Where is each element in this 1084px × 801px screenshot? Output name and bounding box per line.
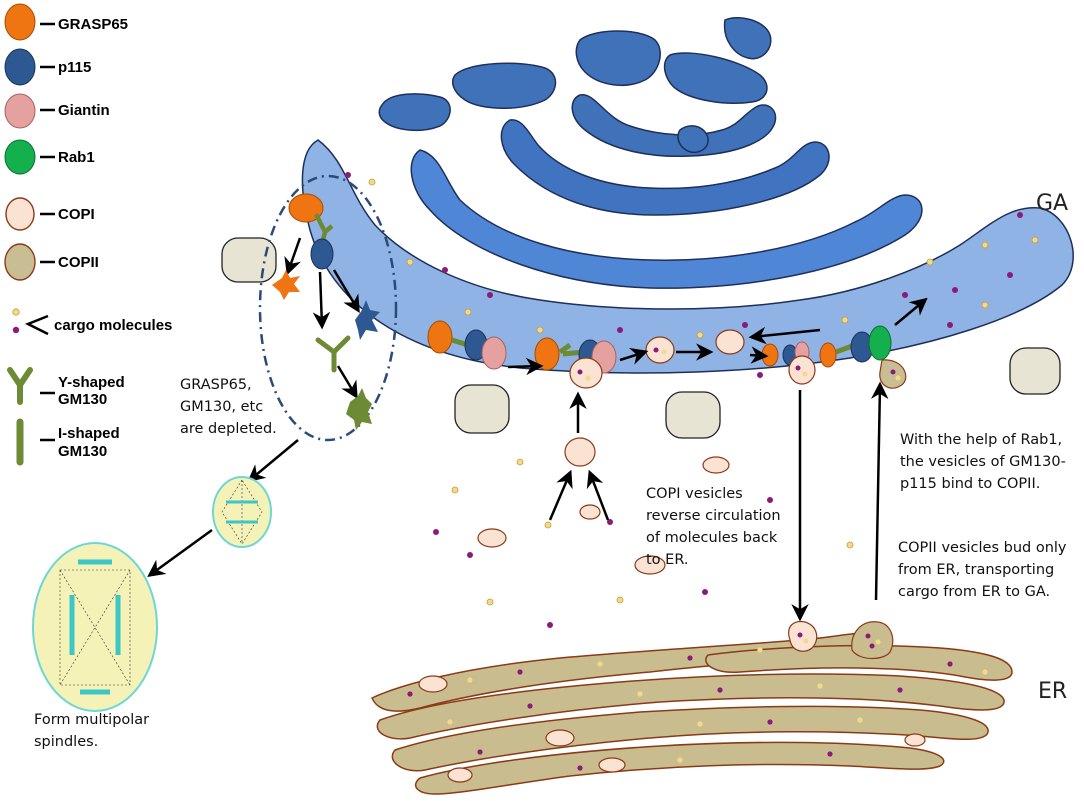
svg-text:from ER, transporting: from ER, transporting: [898, 562, 1054, 578]
svg-text:GM130, etc: GM130, etc: [180, 399, 263, 415]
svg-text:COPII vesicles bud only: COPII vesicles bud only: [898, 540, 1067, 556]
note-depleted: GRASP65, GM130, etc are depleted.: [180, 377, 277, 437]
svg-text:p115 bind to COPII.: p115 bind to COPII.: [900, 476, 1040, 492]
free-vesicles: [221, 237, 1061, 439]
depletion-region: [258, 174, 398, 442]
golgi-cisterna-3: [500, 119, 830, 216]
svg-text:reverse circulation: reverse circulation: [646, 508, 781, 524]
golgi-apparatus: [301, 16, 1074, 374]
note-copii: COPII vesicles bud only from ER, transpo…: [898, 540, 1067, 600]
spindle-cell-small: [212, 476, 272, 548]
svg-text:spindles.: spindles.: [34, 734, 98, 750]
legend-label-cargo: cargo molecules: [54, 317, 172, 334]
legend-label-grasp65: GRASP65: [58, 16, 128, 33]
svg-text:the vesicles of GM130-: the vesicles of GM130-: [900, 454, 1066, 470]
svg-text:of molecules back: of molecules back: [646, 530, 778, 546]
note-copi: COPI vesicles reverse circulation of mol…: [646, 486, 781, 568]
legend-label-copi: COPI: [58, 206, 95, 223]
legend-label-rab1: Rab1: [58, 149, 95, 166]
legend-label-i-shaped: I-shaped: [58, 425, 120, 442]
golgi-fragment: [378, 93, 451, 132]
svg-text:cargo from ER to GA.: cargo from ER to GA.: [898, 584, 1050, 600]
legend-swatch-grasp65: [4, 3, 36, 41]
legend-swatch-copi: [5, 197, 35, 231]
er-label: ER: [1038, 679, 1067, 704]
svg-text:GRASP65,: GRASP65,: [180, 377, 252, 393]
svg-text:Form multipolar: Form multipolar: [34, 712, 149, 728]
golgi-cisterna-2: [410, 149, 923, 289]
legend-label-copii: COPII: [58, 254, 99, 271]
golgi-fragment: [677, 125, 709, 154]
legend-label-i-gm130: GM130: [58, 443, 107, 460]
legend-label-p115: p115: [58, 59, 91, 76]
svg-text:are depleted.: are depleted.: [180, 421, 277, 437]
golgi-fragment: [663, 52, 768, 104]
note-multipolar: Form multipolar spindles.: [34, 712, 149, 750]
legend-label-y-shaped: Y-shaped: [58, 374, 125, 391]
cytoplasm-cargo: [433, 372, 854, 628]
golgi-cisterna-4: [571, 94, 777, 158]
arrows: [147, 237, 928, 622]
endoplasmic-reticulum: [371, 620, 1013, 795]
spindle-cell-large: [32, 542, 158, 712]
tethers: [427, 320, 907, 389]
legend-label-giantin: Giantin: [58, 102, 110, 119]
legend-swatch-y-gm130: [7, 367, 33, 405]
legend-swatch-p115: [4, 48, 36, 86]
legend-swatch-rab1: [4, 139, 36, 175]
legend-swatch-giantin: [4, 93, 36, 129]
legend: GRASP65 p115 Giantin Rab1 COPI COPII car…: [4, 3, 172, 466]
note-rab1: With the help of Rab1, the vesicles of G…: [900, 432, 1066, 492]
golgi-cargo: [345, 172, 1039, 339]
golgi-fragment: [723, 16, 772, 60]
svg-text:With the help of Rab1,: With the help of Rab1,: [900, 432, 1062, 448]
legend-label-y-gm130: GM130: [58, 391, 107, 408]
svg-text:COPI vesicles: COPI vesicles: [646, 486, 743, 502]
copi-vesicles: [477, 329, 816, 575]
ga-label: GA: [1036, 191, 1068, 216]
svg-text:to ER.: to ER.: [646, 552, 689, 568]
legend-swatch-copii: [4, 243, 36, 281]
golgi-fragment: [575, 30, 661, 87]
golgi-fragment: [452, 62, 557, 109]
